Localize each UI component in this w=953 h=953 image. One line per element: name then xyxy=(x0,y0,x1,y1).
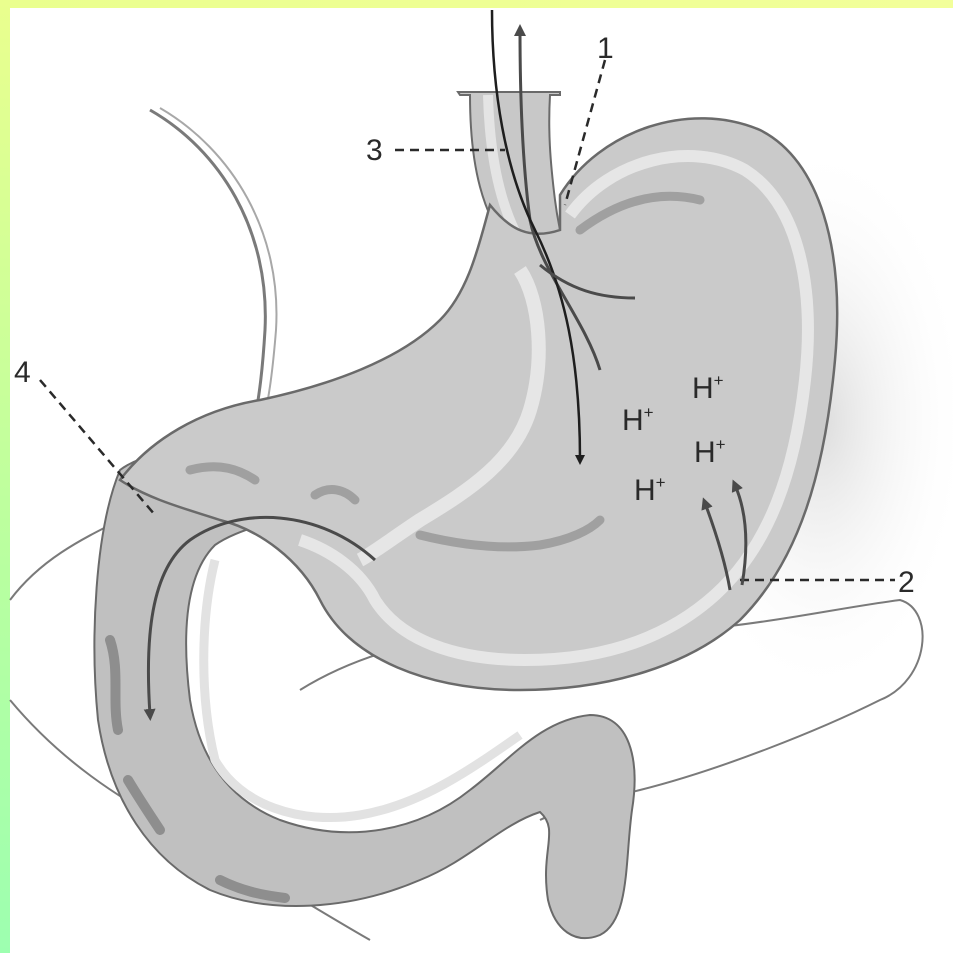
label-3: 3 xyxy=(366,134,383,167)
stomach xyxy=(120,118,837,690)
leader-line-4 xyxy=(40,380,155,515)
label-1: 1 xyxy=(597,32,614,65)
label-2: 2 xyxy=(898,566,915,599)
label-4: 4 xyxy=(14,356,31,389)
diaphragm-curve xyxy=(150,110,265,420)
